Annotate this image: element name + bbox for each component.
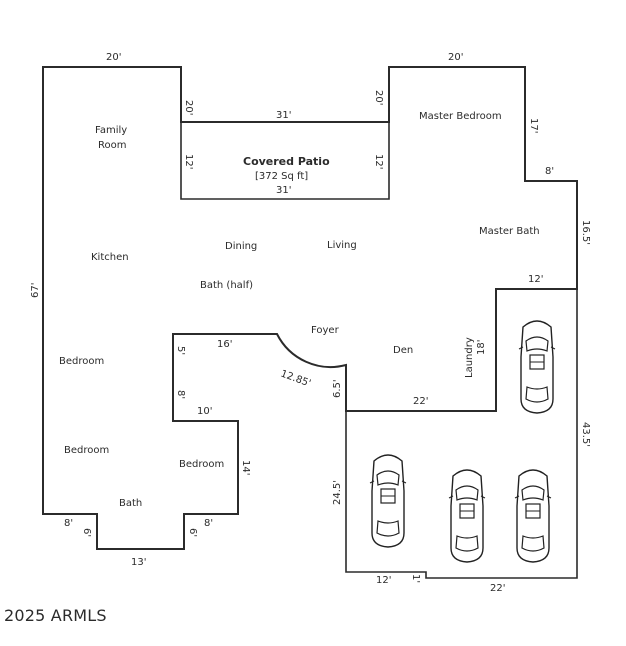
dim-garage-notch: 1' bbox=[410, 574, 421, 583]
room-living: Living bbox=[327, 240, 357, 251]
dim-den-bottom: 22' bbox=[413, 396, 428, 407]
room-laundry: Laundry bbox=[464, 337, 475, 378]
garage-outline bbox=[345, 289, 578, 579]
covered-patio-outline bbox=[180, 122, 390, 200]
room-bath: Bath bbox=[119, 498, 142, 509]
car-icon bbox=[518, 320, 556, 414]
dim-garage-bottom-right: 22' bbox=[490, 583, 505, 594]
car-icon bbox=[514, 469, 552, 563]
room-covered-patio: Covered Patio bbox=[243, 155, 330, 168]
room-master-bedroom: Master Bedroom bbox=[419, 111, 502, 122]
dim-foyer-side: 6.5' bbox=[332, 379, 343, 398]
exterior-wall bbox=[42, 66, 578, 550]
dim-laundry-side: 18' bbox=[476, 340, 487, 355]
dim-garage-top: 12' bbox=[528, 274, 543, 285]
dim-left-total: 67' bbox=[30, 283, 41, 298]
room-master-bath: Master Bath bbox=[479, 226, 540, 237]
car-icon bbox=[369, 454, 407, 548]
dim-family-top: 20' bbox=[106, 52, 121, 63]
dim-garage-bottom-left: 12' bbox=[376, 575, 391, 586]
room-covered-patio-area: [372 Sq ft] bbox=[255, 171, 308, 182]
dim-master-right: 17' bbox=[528, 118, 539, 133]
room-family-line1: Family bbox=[95, 125, 127, 136]
dim-patio-top: 31' bbox=[276, 110, 291, 121]
dim-bottom-left-step: 8' bbox=[64, 518, 73, 529]
room-dining: Dining bbox=[225, 241, 257, 252]
dim-patio-left: 12' bbox=[183, 154, 194, 169]
room-kitchen: Kitchen bbox=[91, 252, 129, 263]
dim-patio-bottom: 31' bbox=[276, 185, 291, 196]
room-family-line2: Room bbox=[98, 140, 126, 151]
dim-notch-bottom: 10' bbox=[197, 406, 212, 417]
dim-garage-left: 24.5' bbox=[332, 480, 343, 505]
dim-bottom: 13' bbox=[131, 557, 146, 568]
dim-patio-right: 12' bbox=[373, 154, 384, 169]
dim-master-top: 20' bbox=[448, 52, 463, 63]
dim-master-step: 8' bbox=[545, 166, 554, 177]
dim-notch-left-upper: 5' bbox=[175, 346, 186, 355]
room-bedroom-3: Bedroom bbox=[179, 459, 224, 470]
dim-notch-left-lower: 8' bbox=[175, 390, 186, 399]
room-den: Den bbox=[393, 345, 413, 356]
dim-bottom-left-notch: 6' bbox=[81, 528, 92, 537]
dim-family-right: 20' bbox=[183, 100, 194, 115]
dim-garage-right: 43.5' bbox=[580, 422, 591, 447]
dim-bottom-right-notch: 6' bbox=[187, 528, 198, 537]
room-bedroom-1: Bedroom bbox=[59, 356, 104, 367]
room-bedroom-2: Bedroom bbox=[64, 445, 109, 456]
dim-master-bath-right: 16.5' bbox=[580, 220, 591, 245]
room-foyer: Foyer bbox=[311, 325, 340, 336]
dim-bottom-right-step: 8' bbox=[204, 518, 213, 529]
dim-bedroom-right: 14' bbox=[240, 460, 251, 475]
dim-foyer-arc: 12.85' bbox=[279, 368, 312, 389]
dim-notch-top: 16' bbox=[217, 339, 232, 350]
room-bath-half: Bath (half) bbox=[200, 280, 253, 291]
dim-master-left: 20' bbox=[373, 90, 384, 105]
car-icon bbox=[448, 469, 486, 563]
copyright-text: 2025 ARMLS bbox=[4, 606, 107, 625]
